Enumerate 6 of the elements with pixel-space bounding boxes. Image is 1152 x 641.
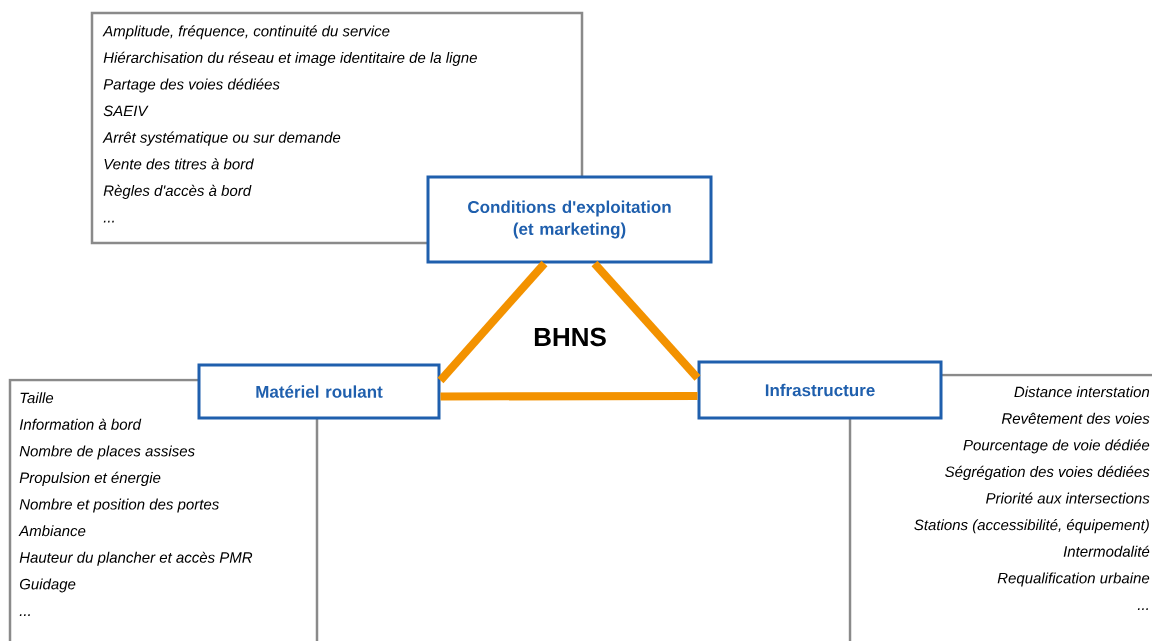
title-box: Infrastructure [697,360,943,420]
triangle-side [437,260,548,384]
title-box: Conditions d'exploitation (et marketing) [426,175,713,264]
center-label: BHNS [534,327,606,347]
triangle-side [591,260,701,381]
title-box: Matériel roulant [197,363,441,420]
